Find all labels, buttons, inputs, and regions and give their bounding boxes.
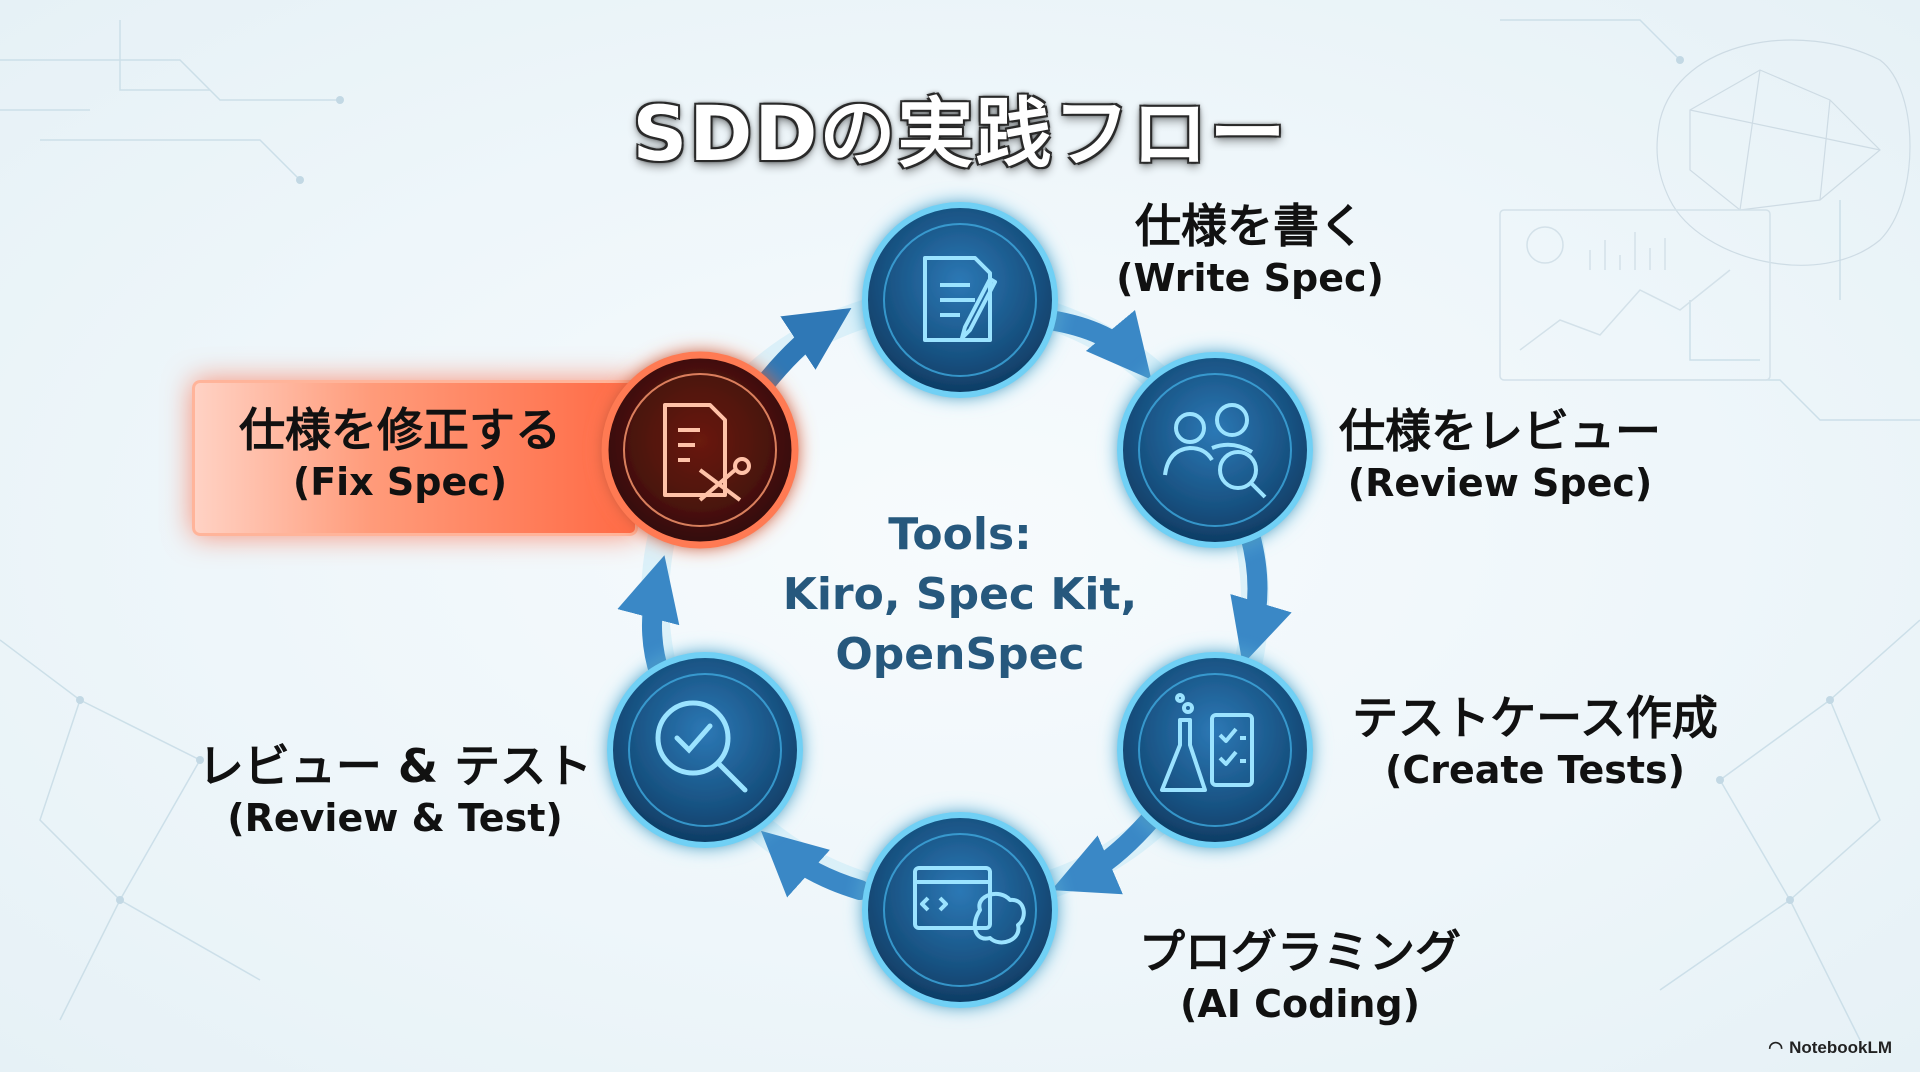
people-magnifier-icon <box>1163 403 1267 499</box>
step-review-spec-jp: 仕様をレビュー <box>1339 404 1661 458</box>
step-create-tests-label: テストケース作成 (Create Tests) <box>1335 690 1735 794</box>
step-write-spec-jp: 仕様を書く <box>1135 199 1365 253</box>
step-ai-coding-label: プログラミング (AI Coding) <box>1120 924 1480 1028</box>
node-review-test <box>607 652 803 848</box>
step-fix-spec-en: (Fix Spec) <box>292 460 508 504</box>
document-tools-icon <box>663 403 751 502</box>
arrow-coding-to-review-test <box>760 830 870 900</box>
step-create-tests-en: (Create Tests) <box>1385 748 1685 792</box>
step-review-test-jp: レビュー & テスト <box>197 739 593 793</box>
step-ai-coding-jp: プログラミング <box>1139 925 1461 979</box>
arrow-review-test-to-fix <box>617 555 680 685</box>
step-write-spec-en: (Write Spec) <box>1116 256 1384 300</box>
tools-heading: Tools: <box>888 509 1032 560</box>
arrow-write-to-review <box>1040 310 1152 380</box>
node-fix-spec <box>601 351 799 549</box>
fix-spec-highlight-banner <box>192 380 638 536</box>
step-review-spec-en: (Review Spec) <box>1347 461 1653 505</box>
step-review-spec-label: 仕様をレビュー (Review Spec) <box>1320 403 1680 507</box>
tools-list-line1: Kiro, Spec Kit, <box>782 569 1138 620</box>
step-write-spec-label: 仕様を書く (Write Spec) <box>1100 198 1400 302</box>
arrow-review-to-tests <box>1230 525 1292 665</box>
step-create-tests-jp: テストケース作成 <box>1352 691 1718 745</box>
step-review-test-label: レビュー & テスト (Review & Test) <box>195 738 595 842</box>
tools-center-text: Tools: Kiro, Spec Kit, OpenSpec <box>760 505 1160 685</box>
flask-checklist-icon <box>1160 693 1254 792</box>
node-create-tests <box>1117 652 1313 848</box>
step-ai-coding-en: (AI Coding) <box>1180 982 1420 1026</box>
node-ai-coding <box>862 812 1058 1008</box>
notebooklm-logo-icon: ◠ <box>1768 1038 1784 1057</box>
magnifier-check-icon <box>655 700 748 793</box>
document-pencil-icon <box>923 256 997 342</box>
arrow-tests-to-coding <box>1051 810 1160 895</box>
tools-list-line2: OpenSpec <box>835 629 1085 680</box>
page-title: SDDの実践フロー <box>632 89 1288 178</box>
brand-watermark: ◠ NotebookLM <box>1768 1038 1892 1058</box>
brand-text: NotebookLM <box>1789 1038 1892 1057</box>
node-review-spec <box>1117 352 1313 548</box>
code-window-brain-icon <box>913 866 1026 945</box>
step-fix-spec-jp: 仕様を修正する <box>239 403 561 457</box>
step-fix-spec-label: 仕様を修正する (Fix Spec) <box>205 402 595 506</box>
step-review-test-en: (Review & Test) <box>227 796 563 840</box>
